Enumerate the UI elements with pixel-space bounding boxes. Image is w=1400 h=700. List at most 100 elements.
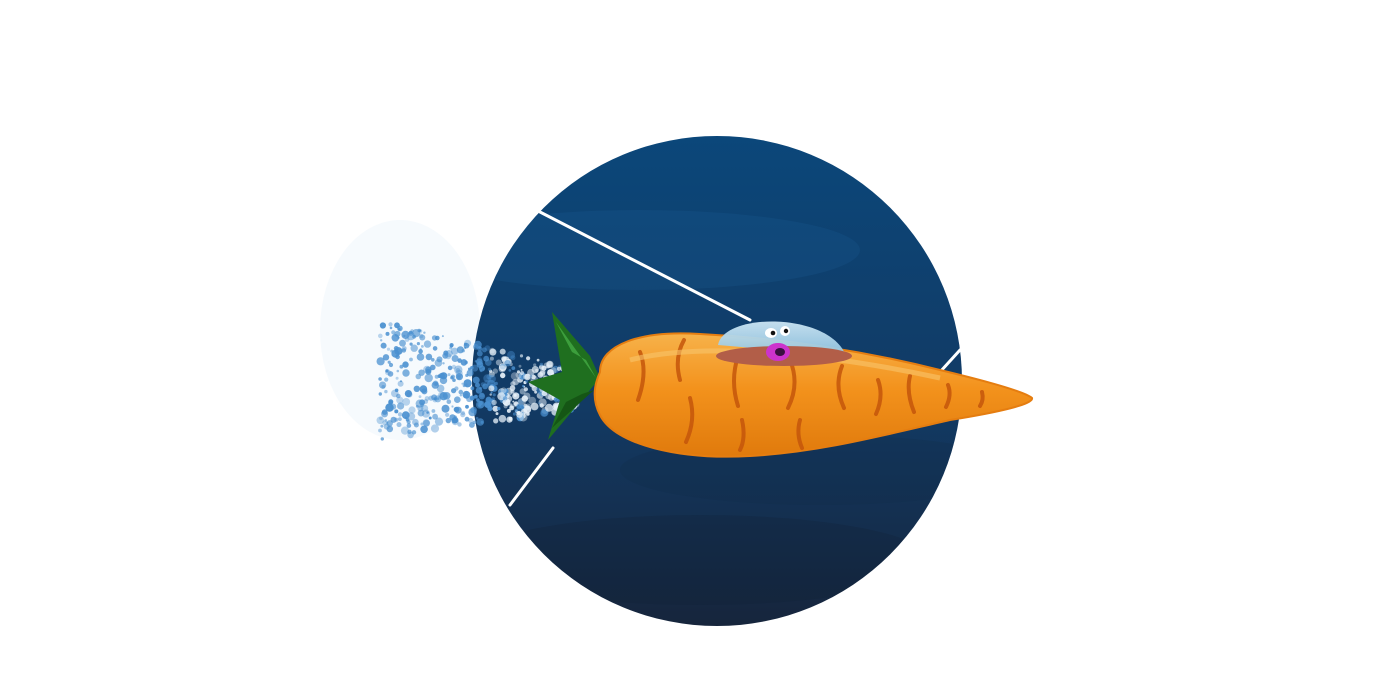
exhaust-particle (396, 396, 404, 404)
exhaust-particle (489, 347, 495, 354)
exhaust-particle (396, 369, 400, 373)
exhaust-particle (400, 380, 402, 383)
exhaust-particle (418, 349, 423, 354)
exhaust-particle (534, 390, 537, 394)
exhaust-particle (506, 416, 513, 423)
exhaust-particle (484, 401, 491, 408)
exhaust-particle (512, 400, 515, 403)
exhaust-particle (494, 381, 498, 386)
exhaust-particle (462, 384, 466, 388)
exhaust-particle (420, 425, 428, 434)
exhaust-particle (423, 340, 432, 348)
exhaust-particle (419, 329, 422, 332)
exhaust-particle (396, 393, 401, 399)
exhaust-particle (386, 420, 393, 427)
exhaust-particle (523, 387, 529, 392)
exhaust-particle (402, 369, 410, 377)
exhaust-particle (394, 409, 399, 414)
exhaust-particle (516, 411, 523, 418)
exhaust-particle (465, 383, 468, 386)
exhaust-particle (468, 408, 477, 417)
exhaust-particle (536, 358, 540, 362)
exhaust-particle (526, 356, 531, 361)
exhaust-particle (472, 376, 480, 384)
exhaust-particle (466, 369, 474, 377)
exhaust-particle (510, 355, 516, 361)
exhaust-particle (539, 370, 546, 377)
exhaust-particle (512, 412, 517, 416)
exhaust-particle (459, 394, 463, 397)
carrot-body (593, 332, 1033, 458)
light-beam (508, 210, 962, 507)
exhaust-particle (492, 393, 496, 397)
exhaust-particle (518, 364, 522, 368)
exhaust-particle (524, 373, 531, 381)
exhaust-particle (401, 411, 410, 419)
exhaust-particle (489, 369, 493, 373)
exhaust-particle (460, 412, 466, 418)
exhaust-particle (376, 416, 385, 425)
exhaust-particle (474, 360, 478, 363)
exhaust-particle (416, 353, 425, 361)
exhaust-particle (529, 374, 533, 378)
exhaust-particle (474, 394, 478, 399)
exhaust-particle (511, 366, 516, 370)
exhaust-particle (424, 373, 433, 383)
exhaust-particle (492, 368, 498, 374)
exhaust-particle (419, 399, 426, 406)
exhaust-particle (468, 367, 471, 371)
exhaust-particle (418, 333, 424, 339)
exhaust-particle (538, 402, 541, 405)
exhaust-particle (420, 422, 424, 426)
exhaust-particle (379, 416, 383, 421)
exhaust-particle (506, 408, 511, 413)
exhaust-particle (406, 423, 412, 428)
exhaust-particle (385, 403, 394, 412)
exhaust-particle (519, 388, 526, 395)
exhaust-particle (475, 382, 480, 388)
exhaust-particle (389, 326, 393, 330)
exhaust-particle (413, 422, 419, 428)
exhaust-particle (400, 426, 410, 435)
exhaust-particle (388, 322, 393, 327)
exhaust-particle (504, 360, 511, 367)
exhaust-particle (491, 399, 497, 406)
exhaust-particle (385, 369, 391, 376)
exhaust-particle (512, 392, 520, 400)
exhaust-particle (489, 393, 492, 396)
exhaust-particle (454, 406, 462, 414)
exhaust-particle (482, 383, 488, 390)
carrot-leaves (528, 312, 600, 440)
exhaust-particle (464, 339, 472, 347)
exhaust-particle (457, 422, 462, 427)
exhaust-particle (378, 428, 382, 433)
exhaust-particle (408, 330, 413, 335)
exhaust-particle (499, 348, 506, 355)
exhaust-particle (385, 331, 390, 336)
exhaust-particle (509, 403, 513, 407)
exhaust-particle (483, 374, 492, 383)
exhaust-particle (431, 409, 436, 413)
exhaust-particle (473, 344, 479, 350)
exhaust-particle (454, 386, 459, 391)
exhaust-particle (502, 396, 508, 401)
exhaust-particle (450, 376, 454, 380)
exhaust-particle (407, 429, 412, 434)
exhaust-particle (550, 367, 557, 374)
exhaust-particle (464, 391, 469, 396)
exhaust-particle (478, 365, 486, 372)
alien-mouth (766, 343, 790, 361)
exhaust-particle (418, 395, 422, 398)
exhaust-particle (434, 395, 442, 403)
exhaust-particle (391, 330, 396, 335)
exhaust-particle (397, 380, 404, 387)
exhaust-particle (434, 417, 444, 426)
exhaust-particle (388, 362, 394, 368)
exhaust-particle (503, 356, 507, 360)
exhaust-particle (425, 353, 433, 361)
exhaust-particle (450, 347, 459, 355)
exhaust-particle (382, 354, 390, 361)
exhaust-particle (451, 364, 457, 370)
exhaust-particle (416, 342, 420, 346)
